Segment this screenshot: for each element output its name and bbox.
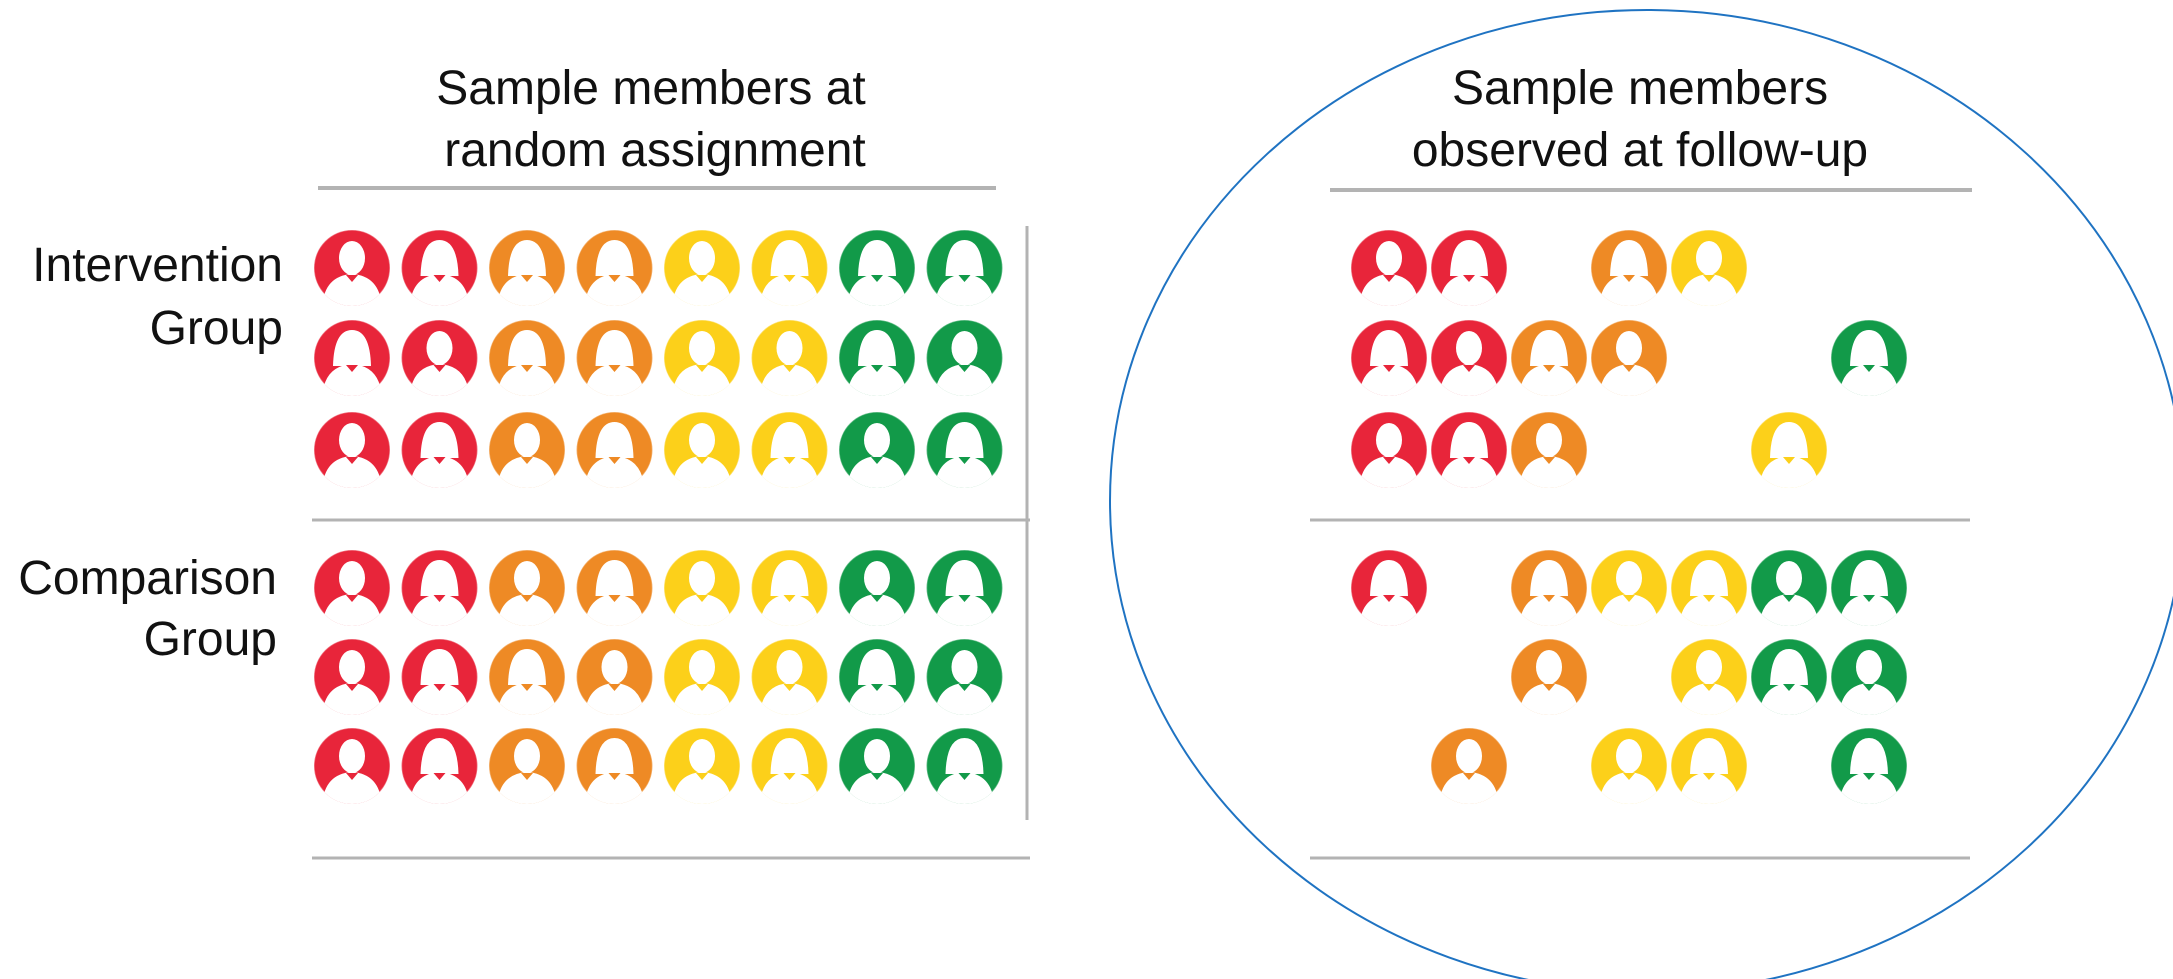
comparison-group-label-line-1: Comparison	[18, 552, 277, 605]
person-male-icon-right-r1-c3	[1590, 319, 1668, 397]
person-male-icon-right-r1-c1	[1430, 319, 1508, 397]
person-female-icon-right-r1-c2	[1510, 319, 1588, 397]
random-assignment-icons	[313, 229, 1004, 805]
person-male-icon-left-r0-c0	[313, 229, 391, 307]
person-female-icon-right-r3-c0	[1350, 549, 1428, 627]
person-female-icon-right-r1-c6	[1830, 319, 1908, 397]
person-female-icon-left-r3-c1	[400, 549, 479, 627]
intervention-group-label-line-2: Group	[150, 302, 283, 355]
person-female-icon-left-r0-c3	[575, 229, 654, 307]
person-male-icon-left-r2-c4	[663, 411, 741, 489]
person-male-icon-left-r2-c2	[488, 411, 566, 489]
right-title-line-1: Sample members	[1452, 62, 1828, 115]
person-male-icon-left-r3-c0	[313, 549, 391, 627]
person-female-icon-left-r2-c7	[925, 411, 1004, 489]
person-female-icon-left-r3-c5	[750, 549, 829, 627]
person-male-icon-left-r5-c4	[663, 727, 741, 805]
person-male-icon-left-r1-c1	[400, 319, 479, 397]
person-male-icon-left-r4-c3	[575, 638, 654, 716]
person-male-icon-right-r4-c2	[1510, 638, 1588, 716]
person-male-icon-right-r3-c5	[1750, 549, 1828, 627]
person-male-icon-right-r0-c4	[1670, 229, 1748, 307]
person-female-icon-right-r5-c4	[1670, 727, 1748, 805]
person-female-icon-left-r0-c1	[400, 229, 479, 307]
person-male-icon-left-r2-c6	[838, 411, 916, 489]
person-female-icon-left-r2-c1	[400, 411, 479, 489]
person-male-icon-left-r4-c4	[663, 638, 741, 716]
person-female-icon-right-r3-c6	[1830, 549, 1908, 627]
person-female-icon-left-r2-c3	[575, 411, 654, 489]
follow-up-circle	[1109, 9, 2173, 979]
person-male-icon-left-r5-c6	[838, 727, 916, 805]
left-title-line-1: Sample members at	[436, 62, 866, 115]
person-female-icon-left-r1-c2	[488, 319, 566, 397]
person-female-icon-left-r1-c3	[575, 319, 654, 397]
right-title-line-2: observed at follow-up	[1412, 124, 1868, 177]
person-female-icon-left-r0-c7	[925, 229, 1004, 307]
person-male-icon-left-r1-c7	[925, 319, 1004, 397]
person-male-icon-right-r0-c0	[1350, 229, 1428, 307]
person-female-icon-left-r4-c2	[488, 638, 566, 716]
person-female-icon-left-r4-c6	[838, 638, 916, 716]
person-male-icon-right-r4-c6	[1830, 638, 1908, 716]
person-male-icon-right-r4-c4	[1670, 638, 1748, 716]
person-female-icon-right-r4-c5	[1750, 638, 1828, 716]
person-female-icon-right-r2-c1	[1430, 411, 1508, 489]
person-male-icon-left-r4-c0	[313, 638, 391, 716]
person-male-icon-right-r5-c3	[1590, 727, 1668, 805]
person-female-icon-right-r0-c1	[1430, 229, 1508, 307]
left-title-line-2: random assignment	[444, 124, 866, 177]
person-female-icon-left-r1-c6	[838, 319, 916, 397]
person-male-icon-left-r5-c0	[313, 727, 391, 805]
person-male-icon-left-r1-c4	[663, 319, 741, 397]
person-female-icon-right-r3-c2	[1510, 549, 1588, 627]
person-female-icon-left-r1-c0	[313, 319, 391, 397]
person-male-icon-left-r3-c6	[838, 549, 916, 627]
person-female-icon-left-r4-c1	[400, 638, 479, 716]
person-male-icon-left-r3-c4	[663, 549, 741, 627]
person-female-icon-left-r0-c5	[750, 229, 829, 307]
person-female-icon-right-r1-c0	[1350, 319, 1428, 397]
person-female-icon-left-r2-c5	[750, 411, 829, 489]
person-male-icon-left-r0-c4	[663, 229, 741, 307]
person-male-icon-left-r2-c0	[313, 411, 391, 489]
person-male-icon-left-r4-c5	[750, 638, 829, 716]
person-female-icon-right-r3-c4	[1670, 549, 1748, 627]
person-female-icon-left-r5-c1	[400, 727, 479, 805]
person-female-icon-left-r5-c5	[750, 727, 829, 805]
person-female-icon-left-r0-c6	[838, 229, 916, 307]
person-female-icon-right-r2-c5	[1750, 411, 1828, 489]
comparison-group-label-line-2: Group	[144, 613, 277, 666]
person-male-icon-right-r2-c2	[1510, 411, 1588, 489]
person-male-icon-right-r5-c1	[1430, 727, 1508, 805]
person-male-icon-right-r3-c3	[1590, 549, 1668, 627]
person-female-icon-right-r5-c6	[1830, 727, 1908, 805]
person-male-icon-left-r5-c2	[488, 727, 566, 805]
intervention-group-label-line-1: Intervention	[32, 239, 283, 292]
person-female-icon-left-r5-c3	[575, 727, 654, 805]
person-female-icon-left-r3-c7	[925, 549, 1004, 627]
person-male-icon-left-r4-c7	[925, 638, 1004, 716]
person-female-icon-left-r0-c2	[488, 229, 566, 307]
person-male-icon-left-r3-c2	[488, 549, 566, 627]
person-female-icon-left-r3-c3	[575, 549, 654, 627]
follow-up-icons	[1350, 229, 1908, 805]
person-female-icon-left-r5-c7	[925, 727, 1004, 805]
person-male-icon-left-r1-c5	[750, 319, 829, 397]
person-female-icon-right-r0-c3	[1590, 229, 1668, 307]
person-male-icon-right-r2-c0	[1350, 411, 1428, 489]
